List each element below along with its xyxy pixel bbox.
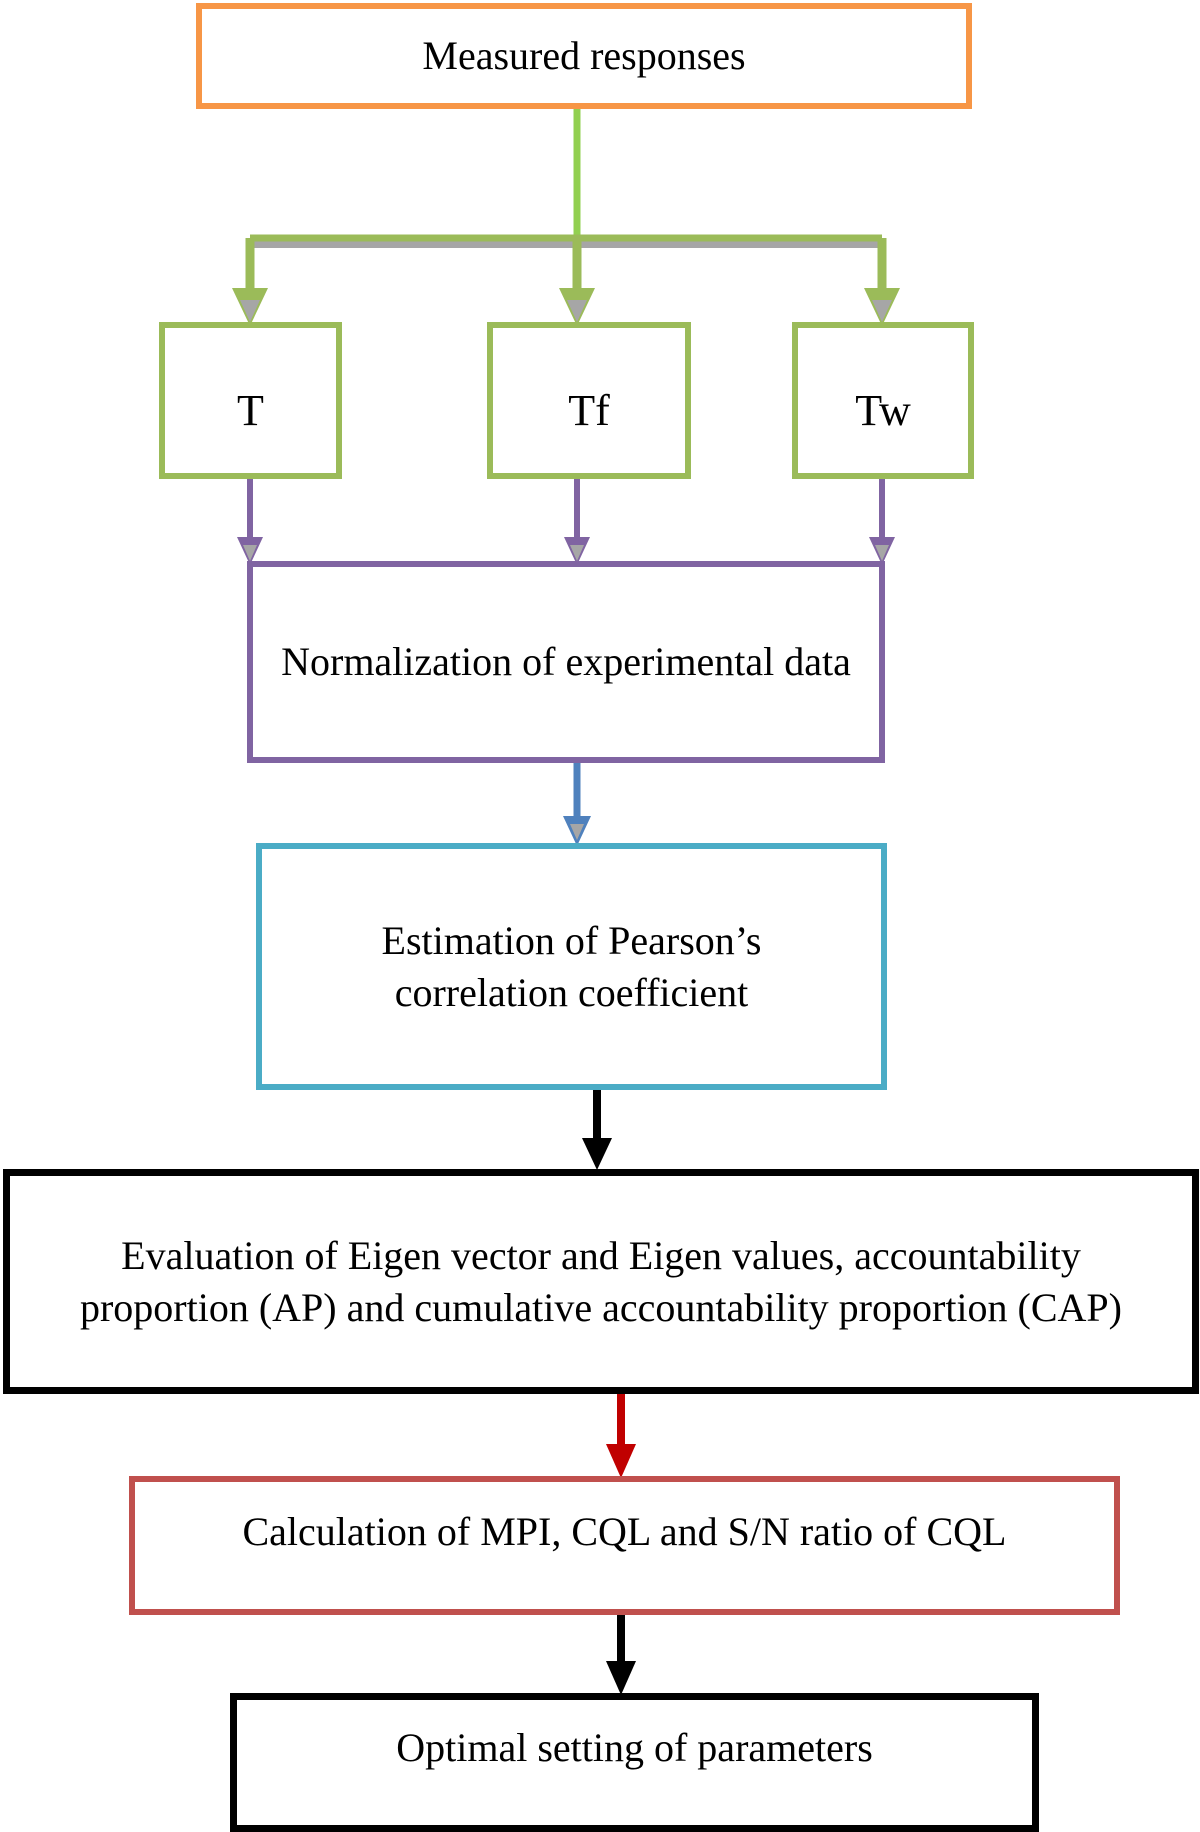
node-tw-label: Tw	[855, 385, 911, 435]
node-mpi-calculation-label: Calculation of MPI, CQL and S/N ratio of…	[242, 1509, 1007, 1554]
node-measured-responses: Measured responses	[196, 3, 972, 109]
node-normalization: Normalization of experimental data	[247, 561, 885, 763]
node-optimal-setting-label: Optimal setting of parameters	[396, 1725, 873, 1770]
node-tf: Tf	[487, 322, 691, 479]
edge-normalization-to-pearson	[563, 763, 591, 846]
edge-mpi-to-optimal	[606, 1615, 636, 1695]
edge-tf-to-normalization	[564, 479, 590, 565]
node-normalization-label: Normalization of experimental data	[281, 639, 851, 684]
node-pearson-correlation-label: Estimation of Pearson’s correlation coef…	[381, 917, 762, 1015]
edge-split-to-tw	[864, 238, 900, 326]
node-t-label: T	[237, 385, 264, 435]
edge-tw-to-normalization	[869, 479, 895, 565]
node-eigen-evaluation-label: Evaluation of Eigen vector and Eigen val…	[79, 1232, 1122, 1330]
edge-pearson-to-eigen	[582, 1090, 612, 1170]
edge-split-to-t	[232, 238, 268, 326]
node-mpi-calculation: Calculation of MPI, CQL and S/N ratio of…	[129, 1476, 1120, 1615]
node-pearson-correlation: Estimation of Pearson’s correlation coef…	[256, 843, 887, 1090]
node-measured-responses-label: Measured responses	[422, 33, 746, 78]
edge-eigen-to-mpi	[606, 1394, 636, 1478]
node-t: T	[159, 322, 342, 479]
node-tw: Tw	[792, 322, 974, 479]
edge-t-to-normalization	[237, 479, 263, 565]
node-tf-label: Tf	[568, 385, 610, 435]
node-optimal-setting: Optimal setting of parameters	[230, 1693, 1039, 1832]
edge-split-to-tf	[559, 238, 595, 326]
node-eigen-evaluation: Evaluation of Eigen vector and Eigen val…	[3, 1169, 1199, 1394]
